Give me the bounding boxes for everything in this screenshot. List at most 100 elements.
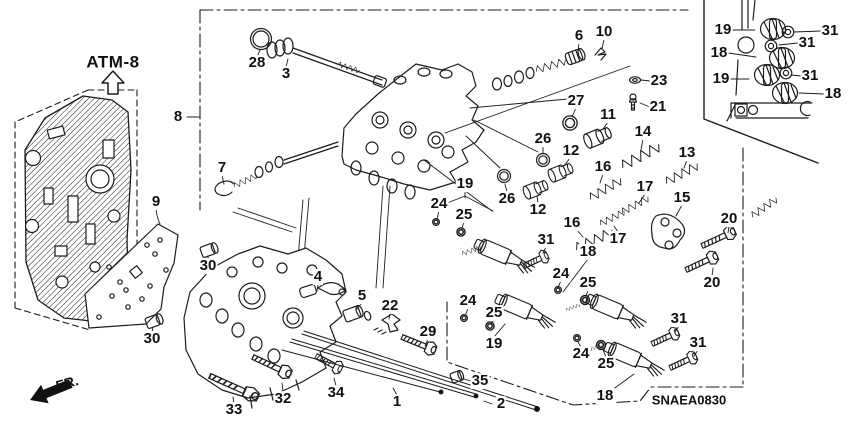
lever-15 <box>650 213 686 250</box>
part-label-26: 26 <box>533 130 553 148</box>
drawing-code: SNAEA0830 <box>649 392 729 408</box>
assembly-lines <box>232 185 391 289</box>
part-label-1: 1 <box>391 393 403 411</box>
part-label-3: 3 <box>280 65 292 83</box>
part-label-17: 17 <box>608 230 628 248</box>
part-label-31: 31 <box>797 34 817 52</box>
part-label-24: 24 <box>458 292 478 310</box>
part-label-29: 29 <box>418 323 438 341</box>
spring-17a <box>619 194 651 216</box>
inset-border <box>703 0 819 164</box>
grouping-lines <box>423 65 631 212</box>
part-label-9: 9 <box>150 193 162 211</box>
part-label-24: 24 <box>571 345 591 363</box>
spring-16a <box>587 175 624 203</box>
part-label-16: 16 <box>562 214 582 232</box>
part-label-5: 5 <box>356 287 368 305</box>
part-label-23: 23 <box>649 72 669 90</box>
part-label-25: 25 <box>454 206 474 224</box>
clip-7-chain <box>214 141 339 197</box>
part-label-12: 12 <box>528 201 548 219</box>
part-label-20: 20 <box>702 274 722 292</box>
group-8-border <box>199 9 744 406</box>
ring-24c <box>460 314 468 322</box>
plug-30a <box>199 241 220 259</box>
inset-detail <box>726 0 813 122</box>
part-label-25: 25 <box>596 355 616 373</box>
part-label-19: 19 <box>713 21 733 39</box>
part-label-22: 22 <box>380 297 400 315</box>
part-label-19: 19 <box>484 335 504 353</box>
part-label-19: 19 <box>711 70 731 88</box>
shaft-3-assembly <box>249 27 388 88</box>
part-label-18: 18 <box>595 387 615 405</box>
valve-18a <box>583 290 650 332</box>
part-label-6: 6 <box>573 27 585 45</box>
fr-arrow-icon <box>30 379 73 404</box>
upper-servo-body <box>341 63 485 200</box>
ring-24d <box>572 334 582 342</box>
ring-25c <box>485 321 495 331</box>
separator-plate <box>84 223 179 329</box>
cap-nut-35 <box>449 369 465 384</box>
part-label-35: 35 <box>470 372 490 390</box>
spring-17b <box>598 208 627 228</box>
part-label-11: 11 <box>599 106 617 124</box>
part-label-31: 31 <box>820 22 840 40</box>
spring-14 <box>619 141 663 172</box>
part-label-28: 28 <box>247 54 267 72</box>
part-label-31: 31 <box>669 310 689 328</box>
main-valve-body-hatched <box>24 95 132 323</box>
accumulator-piston-row <box>491 57 568 91</box>
leader-lines <box>151 29 825 405</box>
part-label-30: 30 <box>198 257 218 275</box>
part-label-13: 13 <box>677 144 697 162</box>
lever-4 <box>299 282 347 299</box>
part-label-2: 2 <box>495 395 507 413</box>
part-label-31: 31 <box>800 67 820 85</box>
bolt-20a <box>698 223 739 253</box>
sleeve-5 <box>342 304 372 323</box>
part-label-24: 24 <box>551 265 571 283</box>
bolt-20b <box>682 248 721 277</box>
part-label-30: 30 <box>142 330 162 348</box>
part-label-4: 4 <box>312 268 324 286</box>
part-label-12: 12 <box>561 142 581 160</box>
part-label-34: 34 <box>326 384 346 402</box>
valve-19a <box>471 235 538 277</box>
part-label-18: 18 <box>578 243 598 261</box>
part-label-8: 8 <box>172 108 184 126</box>
bolt-31a <box>520 248 552 273</box>
part-label-19: 19 <box>455 175 475 193</box>
part-label-10: 10 <box>594 23 614 41</box>
plug-6 <box>564 47 586 66</box>
part-label-27: 27 <box>566 92 586 110</box>
part-label-18: 18 <box>709 44 729 62</box>
part-label-32: 32 <box>273 390 293 408</box>
ring-25a <box>456 227 466 237</box>
part-label-26: 26 <box>497 190 517 208</box>
part-label-25: 25 <box>578 274 598 292</box>
sleeve-12a <box>546 160 576 184</box>
section-ref-label: ATM-8 <box>86 52 140 72</box>
part-label-31: 31 <box>688 334 708 352</box>
part-label-31: 31 <box>536 231 556 249</box>
bolt-31d <box>666 348 700 375</box>
part-label-7: 7 <box>216 159 228 177</box>
part-label-17: 17 <box>635 178 655 196</box>
part-label-25: 25 <box>484 304 504 322</box>
sleeve-11 <box>581 124 614 150</box>
part-label-18: 18 <box>823 85 843 103</box>
part-label-14: 14 <box>633 123 653 141</box>
spring-right <box>749 195 779 220</box>
bolt-21 <box>628 93 638 111</box>
spring-13 <box>663 160 701 187</box>
part-label-24: 24 <box>429 195 449 213</box>
part-label-33: 33 <box>224 401 244 419</box>
oring-26a <box>535 152 551 168</box>
ring-24a <box>432 218 440 226</box>
spring-valveC <box>565 302 581 312</box>
fork-22 <box>373 313 401 335</box>
